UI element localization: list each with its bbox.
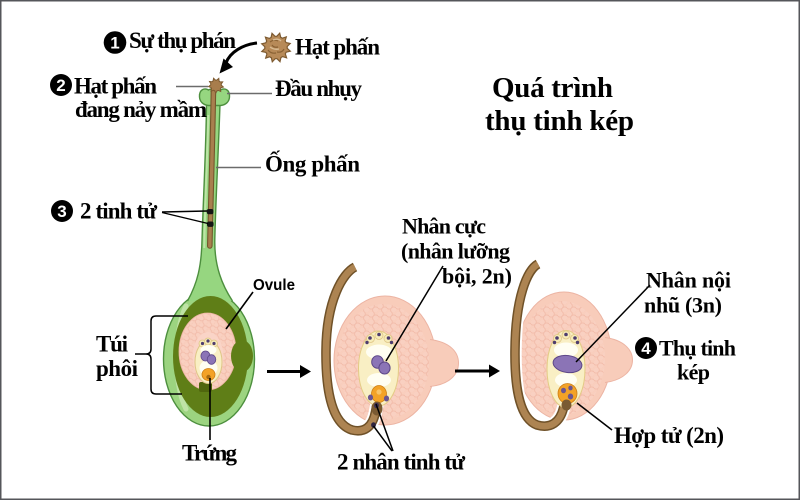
- svg-text:2: 2: [56, 76, 65, 95]
- svg-text:nhũ (3n): nhũ (3n): [644, 293, 722, 318]
- svg-text:Thụ tinh: Thụ tinh: [659, 336, 736, 361]
- svg-text:Sự thụ phán: Sự thụ phán: [129, 28, 236, 53]
- svg-text:đang nảy mầm: đang nảy mầm: [75, 97, 207, 122]
- svg-text:(nhân lưỡng: (nhân lưỡng: [401, 239, 510, 264]
- svg-text:Túi: Túi: [96, 332, 129, 357]
- svg-text:1: 1: [110, 34, 119, 53]
- svg-text:Trứng: Trứng: [182, 441, 238, 466]
- svg-text:2 tinh tử: 2 tinh tử: [80, 199, 158, 224]
- svg-text:Ovule: Ovule: [253, 277, 295, 294]
- svg-text:Quá trình: Quá trình: [492, 72, 613, 104]
- svg-text:Ống phấn: Ống phấn: [265, 151, 360, 177]
- svg-text:Hạt phấn: Hạt phấn: [295, 35, 380, 60]
- svg-text:Hợp tử (2n): Hợp tử (2n): [614, 423, 724, 448]
- svg-text:2 nhân tinh tử: 2 nhân tinh tử: [337, 450, 466, 475]
- svg-text:thụ tinh kép: thụ tinh kép: [485, 105, 634, 137]
- svg-text:Nhân nội: Nhân nội: [646, 268, 731, 293]
- svg-text:3: 3: [57, 202, 66, 221]
- svg-text:Đầu nhụy: Đầu nhụy: [275, 76, 363, 101]
- svg-text:phôi: phôi: [96, 356, 139, 381]
- svg-text:Nhân cực: Nhân cực: [402, 214, 486, 239]
- svg-text:Hạt phấn: Hạt phấn: [74, 74, 157, 99]
- svg-text:kép: kép: [677, 360, 710, 385]
- svg-text:4: 4: [641, 339, 651, 358]
- svg-text:bội, 2n): bội, 2n): [442, 264, 512, 289]
